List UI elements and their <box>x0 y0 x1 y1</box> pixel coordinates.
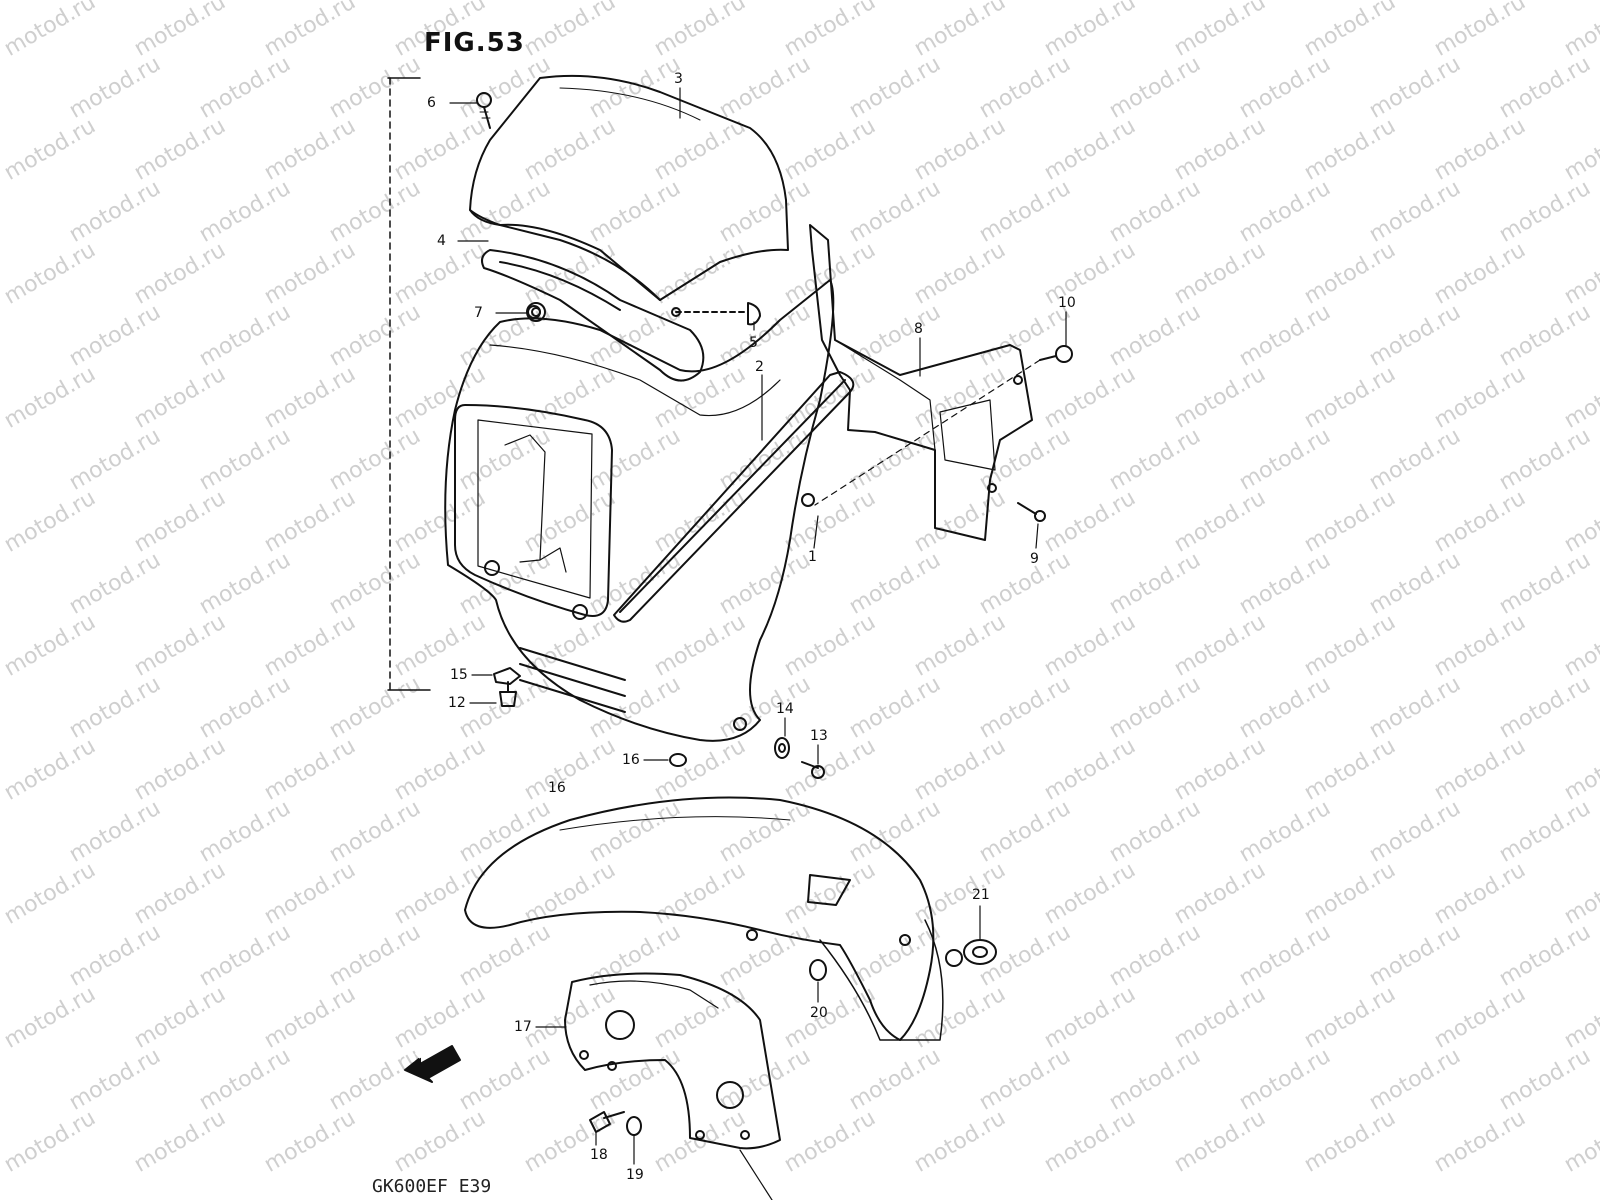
callout-16-grommet: 16 <box>622 752 640 768</box>
washer-part-14[interactable] <box>774 737 790 759</box>
callout-6: 6 <box>427 95 436 111</box>
callout-21: 21 <box>972 887 990 903</box>
bolt-part-18[interactable] <box>589 1111 625 1133</box>
model-code: GK600EF E39 <box>372 1176 492 1197</box>
callout-17: 17 <box>514 1019 532 1035</box>
fender-brace-part-17[interactable] <box>564 972 781 1200</box>
assembly-bracket <box>387 77 431 691</box>
leader-lines <box>449 87 1067 1165</box>
screw-part-5[interactable] <box>671 302 761 326</box>
screw-part-6[interactable] <box>476 92 492 129</box>
nut-part-15[interactable] <box>493 667 521 685</box>
callout-9: 9 <box>1030 551 1039 567</box>
windscreen-part-3[interactable] <box>469 74 789 301</box>
bolt-part-10[interactable] <box>814 345 1073 506</box>
callout-20: 20 <box>810 1005 828 1021</box>
callout-2: 2 <box>755 359 764 375</box>
figure-title: FIG.53 <box>424 28 525 58</box>
grommet-part-21[interactable] <box>945 939 997 967</box>
trim-strip-part-4[interactable] <box>481 249 705 382</box>
fwd-arrow-icon <box>404 1045 461 1083</box>
callout-15: 15 <box>450 667 468 683</box>
washer-part-19[interactable] <box>626 1116 642 1136</box>
callout-10: 10 <box>1058 295 1076 311</box>
bolt-part-12[interactable] <box>499 681 517 707</box>
screw-part-13[interactable] <box>801 761 825 779</box>
callout-5: 5 <box>749 335 758 351</box>
callout-14: 14 <box>776 701 794 717</box>
front-fender-part-16[interactable] <box>464 796 944 1041</box>
callout-8: 8 <box>914 321 923 337</box>
grommet-part-16[interactable] <box>669 753 687 767</box>
callout-12: 12 <box>448 695 466 711</box>
nut-part-7[interactable] <box>526 302 546 322</box>
callout-16-fender: 16 <box>548 780 566 796</box>
callout-18: 18 <box>590 1147 608 1163</box>
callout-4: 4 <box>437 233 446 249</box>
mounting-bracket-part-8[interactable] <box>809 224 1033 541</box>
callout-13: 13 <box>810 728 828 744</box>
callout-1: 1 <box>808 549 817 565</box>
washer-part-20[interactable] <box>809 959 827 981</box>
screw-part-9[interactable] <box>1017 502 1046 522</box>
callout-3: 3 <box>674 71 683 87</box>
callout-19: 19 <box>626 1167 644 1183</box>
edge-molding-part-2[interactable] <box>613 371 855 623</box>
fairing-cowl-part-1[interactable] <box>444 279 835 742</box>
callout-7: 7 <box>474 305 483 321</box>
